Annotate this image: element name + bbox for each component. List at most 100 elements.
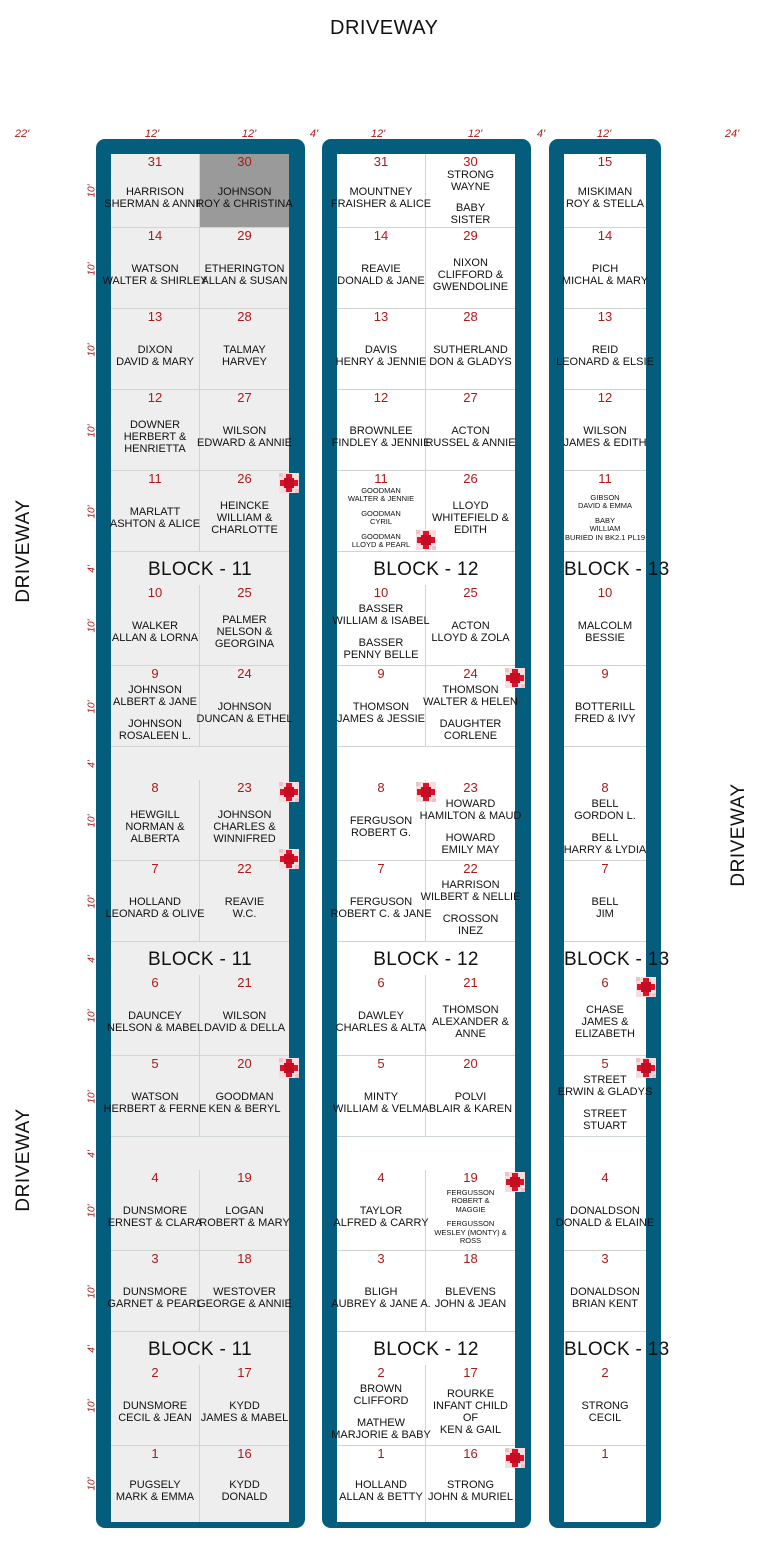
plot-number: 20	[463, 1056, 478, 1071]
red-cross-icon	[636, 1058, 656, 1078]
occupant-name-line: ACTON	[451, 425, 490, 437]
red-cross-icon	[279, 1058, 299, 1078]
occupant-name-line: GEORGINA	[214, 638, 275, 650]
plot-number: 12	[597, 390, 613, 405]
occupant-name-line: DAVIS	[364, 344, 398, 356]
occupant-name-line: JOHNSON	[217, 701, 272, 713]
occupant-name-line: ROBERT G.	[350, 827, 412, 839]
occupant-name-line: JAMES & MABEL	[200, 1412, 289, 1424]
top-dimension-label: 12'	[370, 128, 386, 140]
plot-number: 30	[463, 154, 478, 169]
occupant-name-line: BABY	[594, 515, 615, 525]
occupant-name-line: ANNE	[455, 1028, 486, 1040]
occupant-name-line: BROWNLEE	[349, 425, 413, 437]
plot-number: 17	[237, 1365, 252, 1380]
plot-block13-1[interactable]: 1	[564, 1446, 646, 1522]
occupant-name-line: DAVID & DELLA	[203, 1022, 286, 1034]
plot-number: 5	[377, 1056, 385, 1071]
occupant-name-line: OF	[462, 1412, 479, 1424]
occupant-name-line: STRONG	[446, 169, 495, 181]
